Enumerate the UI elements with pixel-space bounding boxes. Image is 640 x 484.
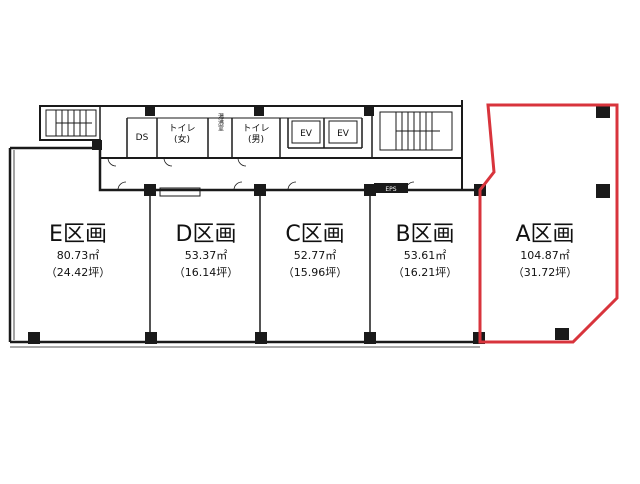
core-labels: DS トイレ (女) 湯沸室 トイレ (男) EV EV [136,112,350,145]
zone-a-label: A区画 104.87㎡ （31.72坪） [513,222,578,279]
zone-name: E区画 [49,222,107,247]
zone-area: 104.87㎡ [520,249,570,262]
toilet-men-sub-label: (男) [248,134,264,145]
left-staircase [45,109,97,137]
columns [28,106,610,344]
zone-c-label: C区画 52.77㎡ （15.96坪） [283,222,348,279]
zone-area: 53.61㎡ [404,249,447,262]
ds-label: DS [136,133,149,143]
zone-area: 80.73㎡ [57,249,100,262]
zone-tsubo: （24.42坪） [46,266,111,279]
right-staircase [379,111,453,151]
zone-area: 53.37㎡ [185,249,228,262]
zone-area: 52.77㎡ [294,249,337,262]
zone-b-label: B区画 53.61㎡ （16.21坪） [393,222,458,279]
toilet-women-sub-label: (女) [174,133,190,145]
kitchenette-label: 湯沸室 [217,112,224,131]
tenant-floor [8,100,482,348]
ev-2-label: EV [337,129,350,139]
zone-tsubo: （16.21坪） [393,266,458,279]
zone-a-highlight [478,103,619,344]
zone-d-label: D区画 53.37㎡ （16.14坪） [174,222,239,279]
eps-box: EPS [374,183,408,193]
zone-name: A区画 [515,222,574,247]
corridor-wall [10,146,482,192]
zone-e-label: E区画 80.73㎡ （24.42坪） [46,222,111,279]
zone-tsubo: （15.96坪） [283,266,348,279]
d-zone-fixture [159,187,201,197]
zone-tsubo: （16.14坪） [174,266,239,279]
elevators [291,120,358,144]
toilet-women-label: トイレ [168,124,195,134]
eps-label: EPS [385,186,396,193]
zone-name: B区画 [395,222,454,247]
zone-name: C区画 [285,222,344,247]
toilet-men-label: トイレ [242,124,269,134]
zone-name: D区画 [176,222,237,247]
ev-1-label: EV [300,129,313,139]
zone-tsubo: （31.72坪） [513,266,578,279]
